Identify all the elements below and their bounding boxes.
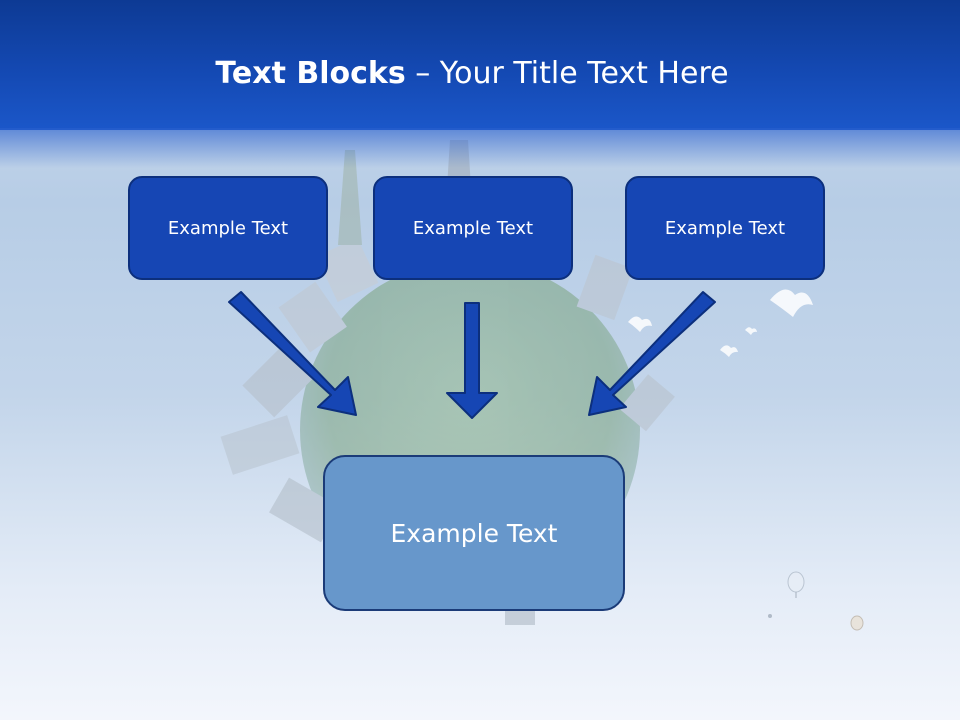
title-bar-fade <box>0 128 960 168</box>
slide-title-rest: – Your Title Text Here <box>405 56 729 91</box>
arrow-down-left-icon <box>588 291 716 416</box>
text-block-left[interactable]: Example Text <box>128 176 328 280</box>
slide-title-bold: Text Blocks <box>215 56 406 91</box>
text-block-center[interactable]: Example Text <box>373 176 573 280</box>
title-bar <box>0 0 960 130</box>
text-block-main[interactable]: Example Text <box>323 455 625 611</box>
slide-title: Text Blocks – Your Title Text Here <box>0 54 944 94</box>
text-block-right[interactable]: Example Text <box>625 176 825 280</box>
arrow-down-icon <box>446 302 498 419</box>
arrow-down-right-icon <box>228 291 357 416</box>
